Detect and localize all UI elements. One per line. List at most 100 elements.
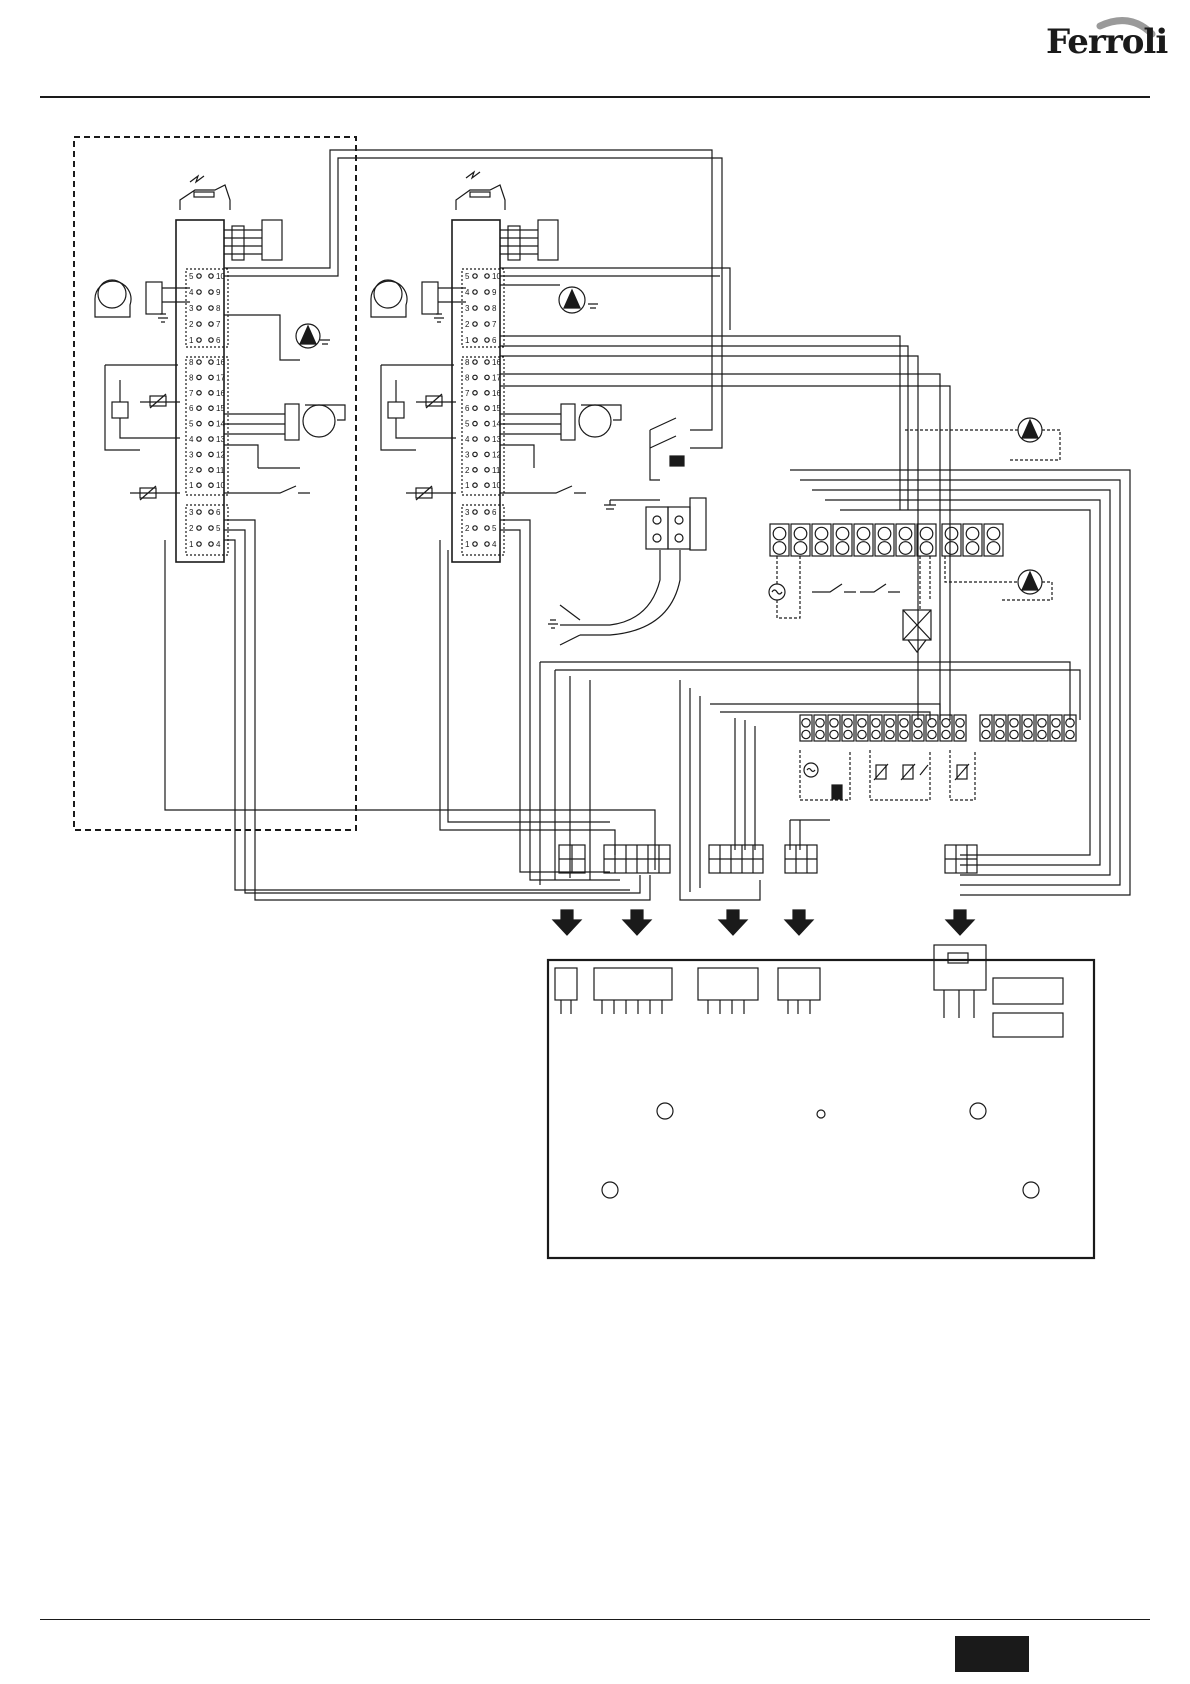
module-a-connector-1-pin (196, 289, 202, 295)
terminal-screw (986, 526, 1001, 541)
terminal-screw (1009, 729, 1019, 740)
module-b-connector-2-pin (472, 359, 478, 365)
terminal-screw (885, 729, 895, 740)
mains-terminal-block (645, 497, 707, 551)
module-b-connector-2-pin (484, 374, 490, 381)
module-a-connector-1-pin-label: 7 (216, 320, 221, 329)
terminal-screw (944, 541, 959, 555)
module-a-connector-1-pin (196, 321, 202, 327)
module-a-connector-2-pin-label: 14 (216, 420, 225, 429)
terminal (993, 714, 1007, 742)
module-a-connector-2-pin-label: 3 (189, 450, 194, 459)
terminal (1007, 714, 1021, 742)
module-a-connector-3-pin-label: 3 (189, 508, 194, 517)
terminal (813, 714, 827, 742)
module-b-side-plug (507, 225, 521, 261)
module-b-connector-1-pin-label: 10 (492, 272, 501, 281)
module-a-connector-3-pin (196, 525, 202, 531)
module-b-connector-1-pin (472, 273, 478, 279)
terminal (827, 714, 841, 742)
module-a-connector-2-pin-label: 16 (216, 389, 225, 398)
module-a-connector-2-pin-label: 17 (216, 373, 225, 382)
thermostat-icon (954, 763, 970, 781)
module-b-connector-3-pin-label: 1 (465, 540, 470, 549)
module-a-connector-1-pin-label: 8 (216, 304, 221, 313)
module-a-connector-2 (185, 356, 229, 496)
module-b-connector-3-pin (472, 525, 478, 531)
terminal-screw (899, 717, 909, 728)
module-b-connector-2-pin-label: 10 (492, 481, 501, 490)
module-a-connector-2-pin-label: 8 (189, 358, 194, 367)
module-a-connector-2-pin-label: 1 (189, 481, 194, 490)
module-a-side-plug (231, 225, 245, 261)
mains-supply-icon (768, 583, 786, 601)
module-a-connector-1-pin-label: 5 (189, 272, 194, 281)
module-b-connector-2-pin (484, 389, 490, 396)
terminal (869, 714, 883, 742)
module-a-connector-3-pin-label: 6 (216, 508, 221, 517)
module-b-connector-2-pin-label: 4 (465, 435, 470, 444)
module-a-connector-3-pin-label: 1 (189, 540, 194, 549)
terminal-screw (793, 541, 808, 555)
module-b-connector-3-pin (484, 541, 490, 547)
module-a-connector-2-pin (208, 359, 214, 365)
pcb-mounting-holes (601, 1102, 1040, 1199)
terminal-screw (965, 541, 980, 555)
terminal (953, 714, 967, 742)
terminal (895, 523, 916, 557)
switch-icon (500, 485, 586, 494)
module-a-connector-2-pin (208, 451, 214, 458)
thermostat-icon (873, 763, 889, 781)
module-b-connector-1-pin-label: 5 (465, 272, 470, 281)
module-a-connector-2-pin-label: 16 (216, 358, 225, 367)
pump-icon (295, 323, 330, 349)
terminal-screw (843, 717, 853, 728)
module-a-connector-1-pin (208, 321, 214, 327)
terminal-screw (899, 729, 909, 740)
module-b-connector-1-pin (472, 337, 478, 343)
module-a-connector-1-pin (208, 289, 214, 295)
terminal (874, 523, 895, 557)
terminal (811, 523, 832, 557)
module-a-connector-1-pin-label: 10 (216, 272, 225, 281)
module-b-connector-3-pin-label: 6 (492, 508, 497, 517)
module-b-connector-2-pin-label: 16 (492, 358, 501, 367)
module-b-connector-1-pin (484, 337, 490, 343)
terminal-screw (944, 526, 959, 541)
module-b-connector-2-pin-label: 6 (465, 404, 470, 413)
module-b-connector-2-pin-label: 15 (492, 404, 501, 413)
module-b-connector-1-pin-label: 1 (465, 336, 470, 345)
terminal-screw (995, 717, 1005, 728)
terminal-screw (857, 729, 867, 740)
terminal-screw (927, 729, 937, 740)
module-a-control-board (175, 219, 225, 563)
module-a-connector-1-pin (208, 305, 214, 311)
module-a-connector-1-pin-label: 2 (189, 320, 194, 329)
pump-icon (558, 286, 598, 314)
switch-icon (649, 417, 685, 481)
terminal (941, 523, 962, 557)
terminal-screw (801, 717, 811, 728)
module-a-connector-1-pin-label: 9 (216, 288, 221, 297)
terminal-screw (877, 526, 892, 541)
ferroli-logo (1040, 14, 1160, 74)
terminal-screw (919, 541, 934, 555)
switch-icon (812, 583, 856, 593)
terminal-screw (981, 729, 991, 740)
thermostat-icon (900, 763, 916, 781)
module-a-connector-2-pin (196, 451, 202, 458)
brand-logo-text: Ferroli (1046, 22, 1168, 62)
module-a-connector-2-pin (196, 482, 202, 489)
terminal-screw (1009, 717, 1019, 728)
terminal-screw (941, 729, 951, 740)
module-b-connector-2-pin (472, 466, 478, 473)
terminal-screw (814, 526, 829, 541)
module-a-connector-2-pin-label: 5 (189, 420, 194, 429)
terminal-screw (941, 717, 951, 728)
terminal-screw (1037, 729, 1047, 740)
module-b-connector-2-pin-label: 13 (492, 435, 501, 444)
fan-icon (284, 403, 346, 441)
module-b-connector-3-pin-label: 4 (492, 540, 497, 549)
